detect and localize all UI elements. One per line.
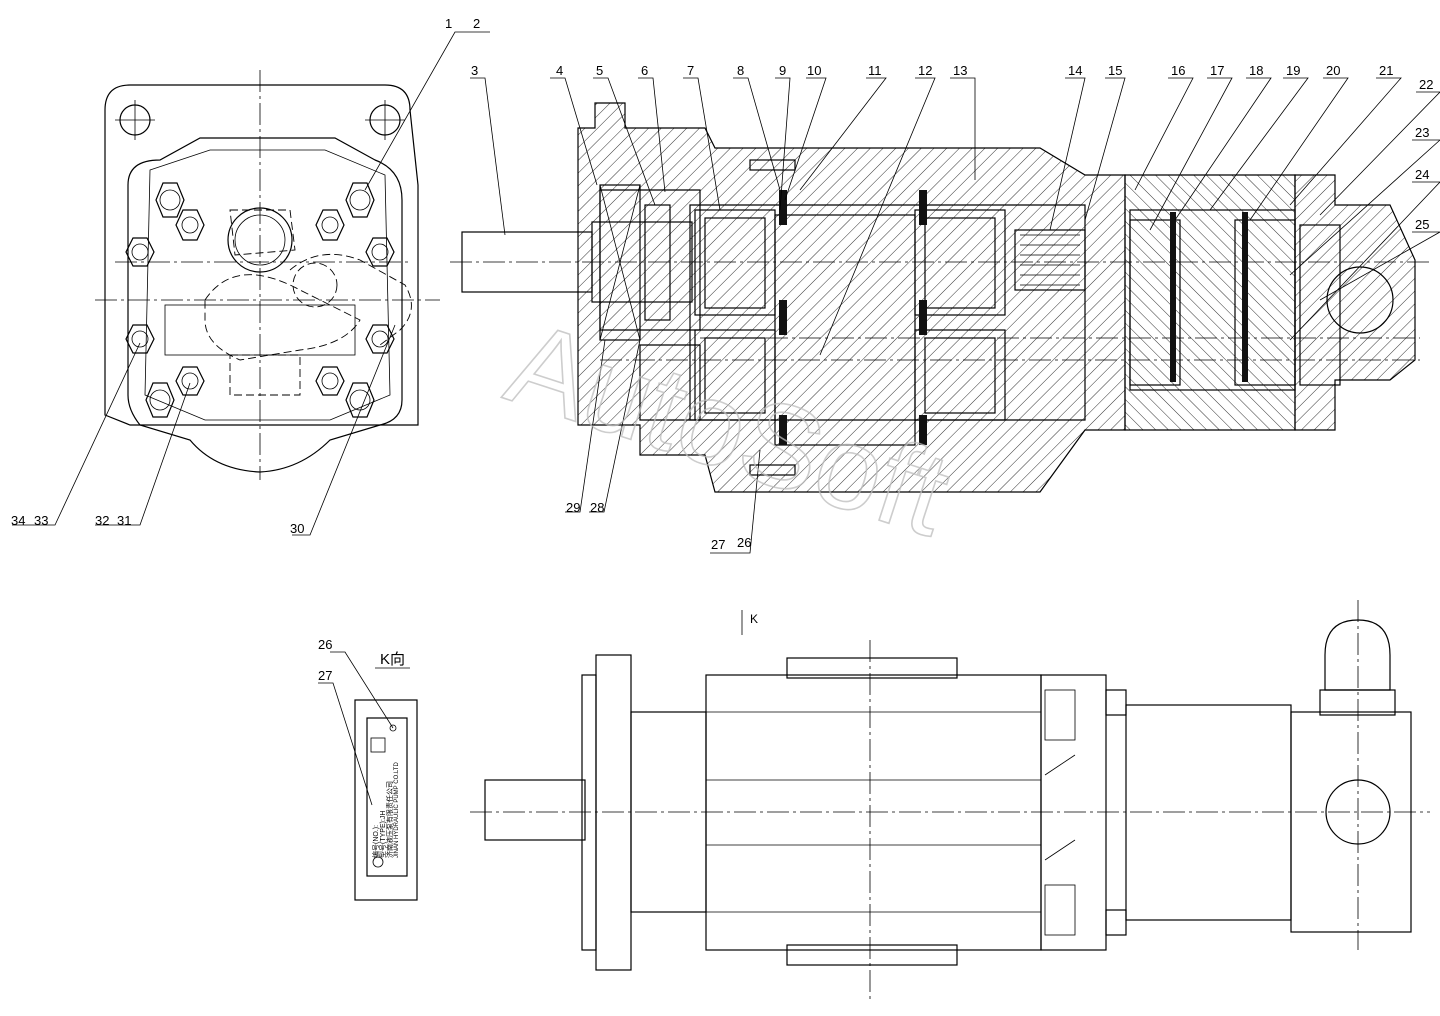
callout-3: 3	[471, 63, 479, 78]
nameplate-line-1: 编号(NO.):	[373, 824, 380, 858]
nameplate-view	[318, 651, 418, 901]
end-view	[12, 31, 490, 536]
callout-4: 4	[556, 63, 564, 78]
nameplate-callout-26: 26	[318, 637, 333, 652]
callout-30: 30	[290, 521, 305, 536]
nameplate-callout-27: 27	[318, 668, 333, 683]
callout-33: 33	[34, 513, 49, 528]
callout-28: 28	[590, 500, 605, 515]
callout-27: 27	[711, 537, 726, 552]
callout-32: 32	[95, 513, 110, 528]
nameplate-line-3: 济南液压泵有限责任公司	[387, 781, 394, 858]
callout-11: 11	[868, 63, 882, 78]
callout-19: 19	[1286, 63, 1301, 78]
bolt-heads	[125, 182, 395, 418]
callout-23: 23	[1415, 125, 1430, 140]
callout-15: 15	[1108, 63, 1123, 78]
callout-7: 7	[687, 63, 695, 78]
nameplate-line-2: 型号(TYPE):JH	[380, 810, 387, 858]
callout-31: 31	[117, 513, 132, 528]
nameplate-line-4: JINAN HYDRAULIC PUMP CO.LTD	[394, 762, 400, 858]
callout-26: 26	[737, 535, 752, 550]
callout-17: 17	[1210, 63, 1225, 78]
side-view	[470, 600, 1430, 1000]
callout-25: 25	[1415, 217, 1430, 232]
callout-20: 20	[1326, 63, 1341, 78]
view-k-arrow-label: K	[750, 612, 759, 626]
callout-22: 22	[1419, 77, 1434, 92]
view-k-label: K向	[380, 651, 406, 668]
callout-5: 5	[596, 63, 604, 78]
section-leaders	[470, 77, 1440, 554]
callout-18: 18	[1249, 63, 1264, 78]
callout-1: 1	[445, 16, 453, 31]
end-view-leaders	[12, 31, 490, 536]
callout-10: 10	[807, 63, 822, 78]
callout-9: 9	[779, 63, 787, 78]
callout-2: 2	[473, 16, 481, 31]
section-view	[450, 77, 1440, 554]
callout-16: 16	[1171, 63, 1186, 78]
callout-24: 24	[1415, 167, 1430, 182]
nameplate-text: 编号(NO.): 型号(TYPE):JH 济南液压泵有限责任公司 JINAN H…	[373, 750, 401, 858]
callout-14: 14	[1068, 63, 1083, 78]
callout-13: 13	[953, 63, 968, 78]
callout-29: 29	[566, 500, 581, 515]
callout-34: 34	[11, 513, 26, 528]
callout-21: 21	[1379, 63, 1394, 78]
callout-8: 8	[737, 63, 745, 78]
callout-6: 6	[641, 63, 649, 78]
callout-12: 12	[918, 63, 933, 78]
